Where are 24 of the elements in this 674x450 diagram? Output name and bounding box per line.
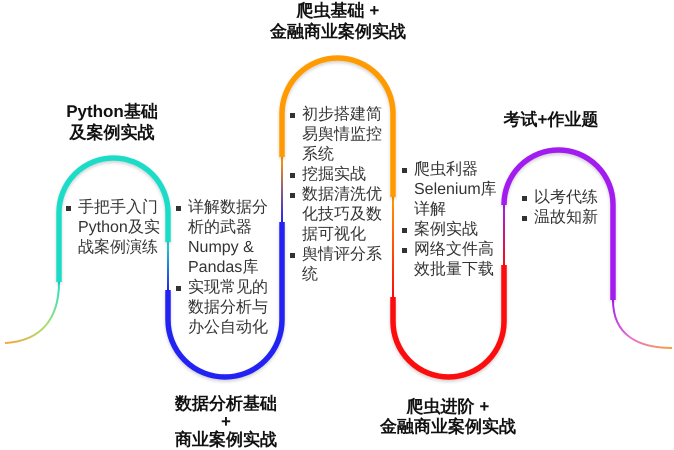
- bullet-text: 舆情评分系统: [302, 245, 383, 285]
- stage-title: Python基础及案例实战: [65, 101, 159, 143]
- stage-arch: [164, 196, 286, 450]
- connector-line: [4, 282, 60, 344]
- bullet-text: 温故知新: [534, 208, 598, 228]
- bullet-text: 初步搭建简易舆情监控系统: [302, 105, 383, 165]
- bullet-text: 以考代练: [534, 188, 598, 208]
- connector-line: [167, 242, 169, 290]
- bullet-text: 详解数据分析的武器Numpy & Pandas库: [188, 198, 269, 278]
- stage-title: 数据分析基础 + 商业案例实战: [174, 395, 278, 449]
- bullet-text: 挖掘实战: [302, 165, 366, 185]
- bullet-text: 网络文件高效批量下载: [414, 240, 495, 280]
- connector-line: [612, 300, 672, 349]
- stage-title: 考试+作业题: [502, 110, 600, 130]
- bullet-text: 案例实战: [414, 220, 478, 240]
- connector-line: [392, 197, 394, 297]
- bullet-text: 实现常见的数据分析与办公自动化: [188, 278, 269, 338]
- connector-line: [503, 205, 505, 265]
- bullet-text: 数据清洗优化技巧及数据可视化: [302, 185, 383, 245]
- stage-title: 爬虫进阶 + 金融商业案例实战: [379, 397, 517, 437]
- stage-title: 爬虫基础 + 金融商业案例实战: [269, 0, 407, 42]
- bullet-text: 爬虫利器Selenium库详解: [414, 160, 498, 220]
- bullet-text: 手把手入门Python及实战案例演练: [78, 198, 161, 258]
- connector-line: [281, 157, 283, 222]
